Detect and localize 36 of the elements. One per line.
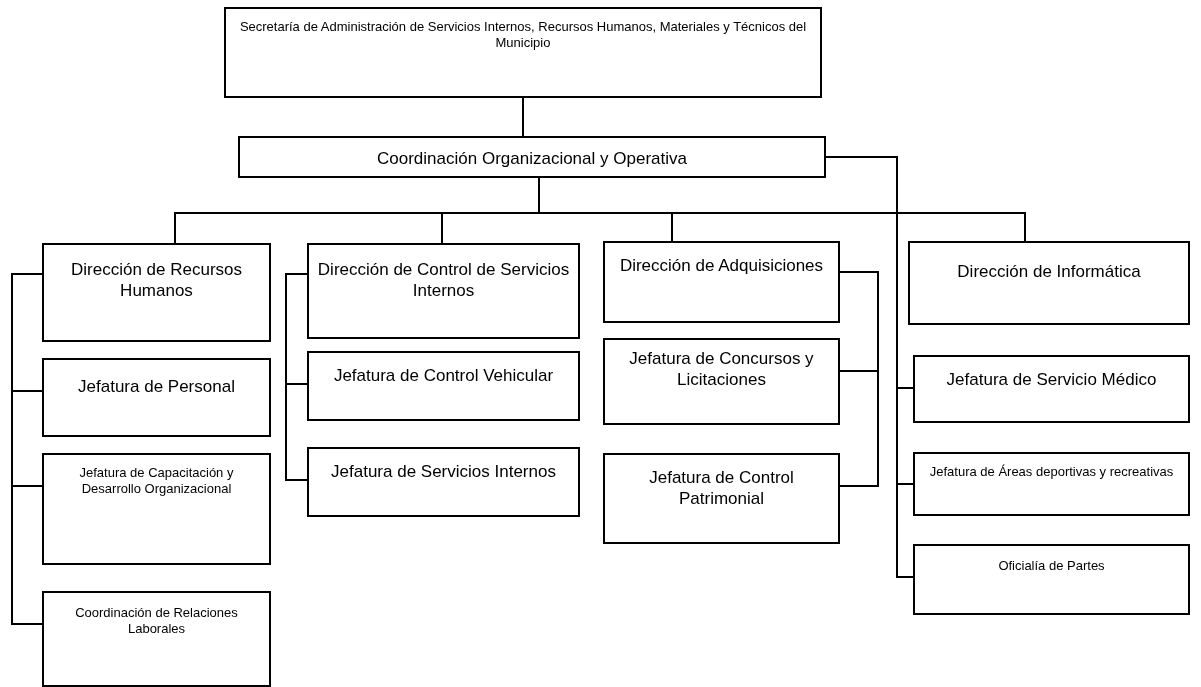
org-box <box>42 591 271 687</box>
box-label: Jefatura de Áreas deportivas y recreativas <box>929 464 1174 481</box>
org-box <box>913 544 1190 615</box>
org-box <box>42 243 271 342</box>
box-label: Jefatura de Servicio Médico <box>946 369 1157 391</box>
box-label: Coordinación Organizacional y Operativa <box>377 148 687 170</box>
box-label: Jefatura de Concursos y Licitaciones <box>628 348 815 391</box>
org-box <box>908 241 1190 325</box>
box-label: Secretaría de Administración de Servicios Internos, Recursos Humanos, Materiales y Técnicos del Municipio <box>238 19 808 52</box>
org-box <box>307 447 580 517</box>
org-box <box>42 453 271 565</box>
org-box <box>238 136 826 178</box>
org-box <box>913 452 1190 516</box>
org-box <box>307 351 580 421</box>
org-box <box>603 338 840 425</box>
connector-line <box>285 273 308 481</box>
org-box <box>224 7 822 98</box>
connector-line <box>11 273 43 625</box>
box-label: Dirección de Control de Servicios Internos <box>317 259 570 302</box>
box-label: Dirección de Adquisiciones <box>619 255 824 277</box>
box-label: Dirección de Informática <box>957 261 1141 283</box>
box-label: Jefatura de Capacitación y Desarrollo Organizacional <box>78 465 235 498</box>
box-label: Oficialía de Partes <box>998 558 1105 575</box>
box-label: Jefatura de Personal <box>78 376 235 398</box>
org-box <box>42 358 271 437</box>
box-label: Coordinación de Relaciones Laborales <box>74 605 239 638</box>
connector-line <box>839 271 879 487</box>
box-label: Jefatura de Control Patrimonial <box>648 467 795 510</box>
org-box <box>603 241 840 323</box>
box-label: Jefatura de Servicios Internos <box>331 461 556 483</box>
box-label: Jefatura de Control Vehicular <box>333 365 554 387</box>
box-label: Dirección de Recursos Humanos <box>70 259 243 302</box>
connector-line <box>522 97 524 137</box>
org-box <box>307 243 580 339</box>
org-box <box>913 355 1190 423</box>
org-box <box>603 453 840 544</box>
